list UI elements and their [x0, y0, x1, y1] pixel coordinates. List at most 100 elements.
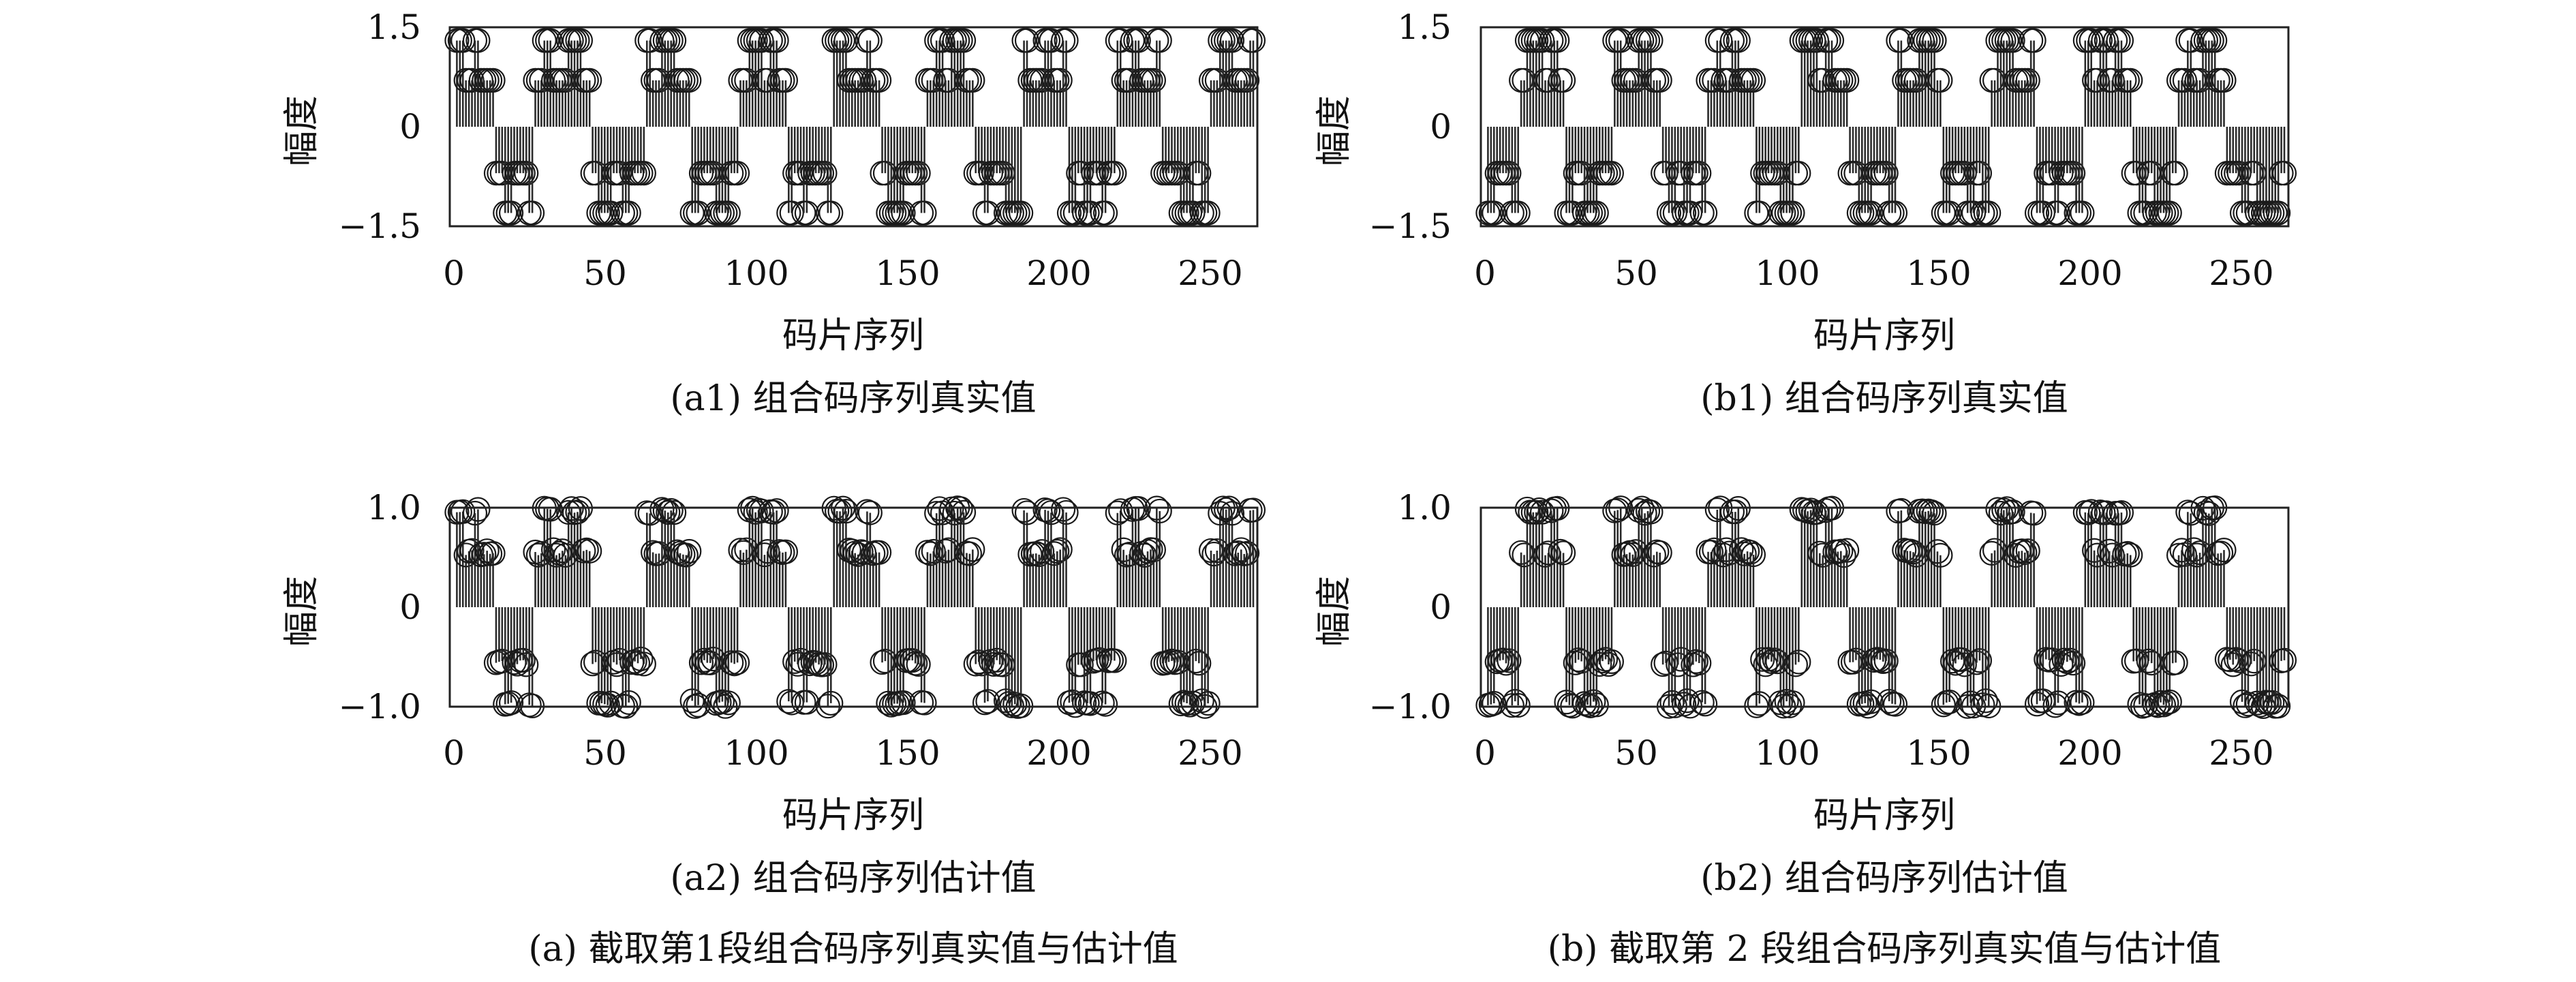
stem-marker	[1527, 497, 1552, 523]
stem-marker	[1674, 688, 1700, 714]
stem-marker	[1780, 200, 1805, 226]
stem-marker	[1102, 161, 1127, 186]
stem-marker	[652, 498, 677, 523]
stem-marker	[656, 500, 681, 525]
stem-marker	[688, 650, 714, 675]
stem-marker	[1482, 200, 1507, 226]
y-tick-labels-a1: 1.5 0 −1.5	[339, 7, 421, 246]
x-tick-250-b1: 250	[2209, 254, 2273, 293]
stem-marker	[857, 500, 883, 525]
stem-marker	[1647, 67, 1672, 93]
stem-marker	[472, 542, 497, 567]
y-tick-zero-b1: 0	[1430, 107, 1452, 147]
y-axis-label-b1: 幅度	[1314, 95, 1355, 166]
stem-marker	[906, 651, 931, 677]
stem-marker	[1147, 498, 1172, 524]
stem-marker	[2061, 161, 2086, 186]
stem-marker	[2015, 538, 2040, 564]
y-axis-label-b2: 幅度	[1314, 576, 1355, 647]
stem-marker	[631, 651, 656, 677]
x-tick-150-b1: 150	[1906, 254, 1971, 293]
stem-marker	[957, 541, 983, 566]
stem-marker	[1858, 689, 1884, 714]
stem-marker	[1195, 200, 1221, 226]
x-tick-150-b2: 150	[1906, 733, 1971, 773]
stem-marker	[1548, 538, 1573, 564]
stem-marker	[764, 498, 789, 523]
stem-marker	[2260, 690, 2285, 715]
stem-marker	[673, 542, 699, 568]
stem-marker	[465, 497, 491, 522]
stem-marker	[975, 200, 1000, 226]
x-tick-50-a1: 50	[583, 254, 627, 293]
stem-marker	[510, 647, 536, 673]
x-tick-50-a2: 50	[583, 733, 627, 773]
stem-marker	[574, 537, 599, 562]
stem-marker	[658, 497, 684, 523]
stem-marker	[1141, 537, 1167, 562]
stem-marker	[2175, 500, 2201, 525]
stem-marker	[1195, 690, 1221, 716]
group-caption-a: (a) 截取第1段组合码序列真实值与估计值	[528, 929, 1178, 970]
stem-marker	[1497, 161, 1522, 186]
stem-marker	[480, 540, 506, 566]
stem-marker	[1214, 497, 1239, 522]
stem-marker	[2012, 540, 2038, 565]
x-tick-50-b1: 50	[1614, 254, 1658, 293]
caption-b2: (b2) 组合码序列估计值	[1700, 858, 2068, 899]
stem-marker	[1738, 540, 1763, 565]
stem-marker	[1030, 539, 1055, 564]
stem-marker	[1235, 67, 1260, 93]
stem-marker	[857, 28, 883, 53]
stem-marker	[2203, 28, 2228, 53]
stem-marker	[1967, 161, 1993, 186]
stem-marker	[2042, 693, 2068, 718]
y-tick-bottom-a1: −1.5	[339, 206, 421, 246]
x-axis-label-b1: 码片序列	[1813, 316, 1955, 356]
stem-marker	[2066, 691, 2092, 716]
stem-marker	[1985, 497, 2010, 522]
x-tick-150-a1: 150	[875, 254, 940, 293]
stem-marker	[1835, 538, 1860, 563]
y-tick-bottom-b2: −1.0	[1369, 687, 1452, 726]
stem-marker	[1126, 28, 1151, 53]
stem-marker	[1219, 501, 1245, 526]
caption-a2: (a2) 组合码序列估计值	[670, 858, 1036, 899]
stem-marker	[1687, 650, 1712, 676]
stem-marker	[794, 200, 819, 226]
stem-marker	[577, 538, 602, 564]
stem-marker	[2151, 692, 2177, 718]
stem-marker	[2079, 499, 2104, 524]
stem-marker	[951, 500, 977, 525]
stem-marker	[1976, 200, 2002, 226]
stem-marker	[1047, 67, 1073, 93]
stem-marker	[616, 200, 641, 226]
stem-marker	[1503, 688, 1528, 714]
stem-marker	[1599, 161, 1625, 186]
stem-marker	[1069, 652, 1094, 677]
stem-marker	[1922, 28, 1947, 53]
stem-marker	[499, 200, 524, 226]
stem-marker	[1186, 161, 1212, 186]
stem-marker	[1783, 652, 1809, 677]
stem-marker	[1554, 690, 1579, 715]
x-tick-0-b2: 0	[1474, 733, 1496, 773]
stem-marker	[779, 690, 804, 716]
stem-marker	[855, 499, 880, 524]
stem-marker	[462, 500, 488, 526]
stem-marker	[595, 692, 620, 718]
panel-a1: 1.5 0 −1.5 0 50 100 150 200 250 幅度 码片序列 …	[281, 7, 1266, 419]
stem-marker	[1545, 28, 1570, 53]
y-tick-top-b2: 1.0	[1397, 488, 1452, 527]
stem-marker	[679, 688, 705, 714]
stem-marker	[1062, 693, 1088, 718]
stem-marker	[625, 651, 651, 676]
stem-marker	[1928, 542, 1953, 568]
y-tick-labels-a2: 1.0 0 −1.0	[339, 488, 421, 726]
stem-marker	[1687, 161, 1712, 186]
x-tick-200-a1: 200	[1026, 254, 1091, 293]
stem-marker	[966, 649, 992, 675]
stem-marker	[1174, 690, 1199, 716]
stem-marker	[514, 161, 539, 186]
